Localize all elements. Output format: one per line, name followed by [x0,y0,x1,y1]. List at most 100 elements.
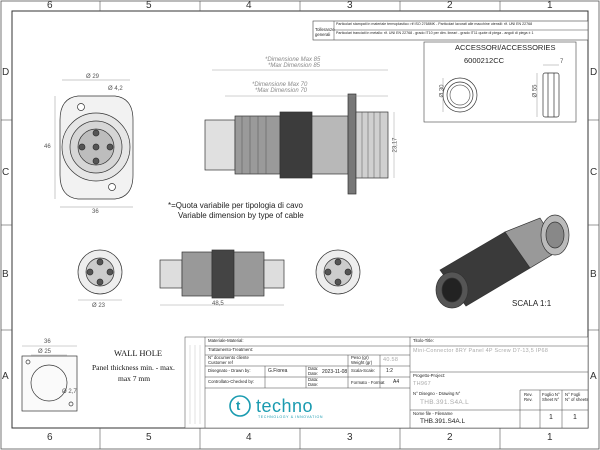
tolerance-line-2: Particolari tranciati in metallo: rif. U… [336,31,534,35]
wall-hole-dim-hole: Ø 2,7 [62,389,77,395]
side-dim-b-line2: *Max Dimension 70 [255,88,308,94]
sheet-label: Foglio N° [542,392,560,397]
zone-row-d-right: D [590,67,598,78]
end-view-dim: Ø 23 [92,303,106,309]
variable-note-line1: *=Quota variabile per tipologia di cavo [168,201,303,210]
front-dim-hole: Ø 4,2 [108,86,123,92]
zone-col-5-bottom: 5 [146,432,152,443]
zone-row-b-right: B [590,269,597,280]
checked-date-label: Data: [308,377,319,382]
zone-col-1-bottom: 1 [547,432,553,443]
wall-hole-line1: Panel thickness min. - max. [92,363,175,372]
sheets-value: 1 [573,414,577,421]
zone-col-2: 2 [447,0,453,11]
side-dim-b-line1: *Dimensione Max 70 [252,82,308,88]
accessory-ring-side [542,72,560,118]
wall-hole-line2: max 7 mm [118,374,151,383]
end-view-left [77,249,123,295]
accessory-dim-left: Ø 30 [439,84,446,98]
side-view [204,93,389,195]
treatment-label: Trattamento-Treatment: [208,347,254,352]
front-dim-width: 36 [92,209,99,215]
zone-col-4: 4 [246,0,252,11]
material-label: Materiale-Material: [208,338,244,343]
weight-label: Peso (gr) [351,355,369,360]
rev-label-en: Rev. [524,397,533,402]
logo-letter: t [236,398,241,413]
rev-label: Rev. [524,392,533,397]
scale-value: 1:2 [386,368,393,374]
zone-col-2-bottom: 2 [447,432,453,443]
connector-length-dim: 48,5 [212,301,224,307]
brand-name: techno [256,396,314,416]
sheet-label-en: Sheet N° [542,397,560,402]
side-dim-a-line2: *Max Dimension 85 [268,63,321,69]
zone-col-6: 6 [47,0,53,11]
side-dim-a-line1: *Dimensione Max 85 [265,57,321,63]
filename-label: Nome file - Filename [413,411,453,416]
drawn-value: G.Fiorea [268,368,288,374]
checked-date-label-en: Date: [308,382,319,387]
accessories-code: 6000212CC [464,56,505,65]
filename-value: THB.391.S4A.L [420,418,466,425]
zone-row-d: D [2,67,10,78]
zone-col-1: 1 [547,0,553,11]
connector-side-view [159,249,285,299]
drawing-no-value: THB.391.S4A.L [420,399,470,406]
tolerance-label: Tolleranze generali [315,27,335,37]
variable-note-line2: Variable dimension by type of cable [178,211,304,220]
date-label-en: Date: [308,371,319,376]
weight-label-en: Weight (gr) [351,360,373,365]
zone-col-3-bottom: 3 [347,432,353,443]
project-value: TH967 [413,381,432,387]
accessory-ring-front [442,77,478,113]
title-block-lines [184,336,589,429]
front-dim-height: 46 [44,144,51,150]
sheets-label-en: N° of sheets [565,397,589,402]
sheet-value: 1 [549,414,553,421]
customer-ref-label: Customer ref [208,360,233,365]
checked-label: Controllato-Checked by: [208,379,255,384]
accessory-dim-top: 7 [560,59,564,65]
sheets-label: N° Fogli [565,392,581,397]
zone-col-3: 3 [347,0,353,11]
zone-row-a: A [2,371,9,382]
format-label: Formato - Format [351,380,385,385]
wall-hole-drawing [21,355,78,412]
date-value: 2023-11-08 [322,369,348,375]
wall-hole-title: WALL HOLE [114,348,163,358]
accessories-box [423,41,577,123]
accessory-dim-right: Ø 55 [532,84,539,98]
end-view-right [315,249,361,295]
isometric-view [435,214,570,309]
tolerance-line-1: Particolari stampati in materiale termop… [336,22,533,26]
wall-hole-dim-diameter: Ø 25 [38,349,52,355]
drawing-no-label: N° Disegno - Drawing N° [413,391,461,396]
drawn-label: Disegnato - Drawn by: [208,368,251,373]
zone-col-5: 5 [146,0,152,11]
doc-customer-label: N° documento cliente [208,355,249,360]
side-dim-height: 23,17 [392,137,399,153]
wall-hole-dim-width: 36 [44,339,51,345]
project-label: Progetto-Project: [413,373,446,378]
zone-col-4-bottom: 4 [246,432,252,443]
accessories-title: ACCESSORI/ACCESSORIES [455,43,556,52]
zone-row-c-right: C [590,167,598,178]
title-value: Mini-Connector 8RY Panel 4P Screw D7-13,… [413,348,549,354]
zone-row-b: B [2,269,9,280]
scale-label: Scala-Scale: [351,368,376,373]
iso-scale-label: SCALA 1:1 [512,299,552,308]
zone-row-c: C [2,167,10,178]
logo-mark [229,395,251,417]
weight-value: 40.58 [383,357,399,363]
zone-row-a-right: A [590,371,597,382]
format-value: A4 [393,379,400,385]
title-label: Titolo-Title: [413,338,434,343]
front-view [59,95,134,200]
date-label: Data: [308,366,319,371]
brand-subtitle: TECHNOLOGY & INNOVATION [258,415,324,419]
zone-col-6-bottom: 6 [47,432,53,443]
